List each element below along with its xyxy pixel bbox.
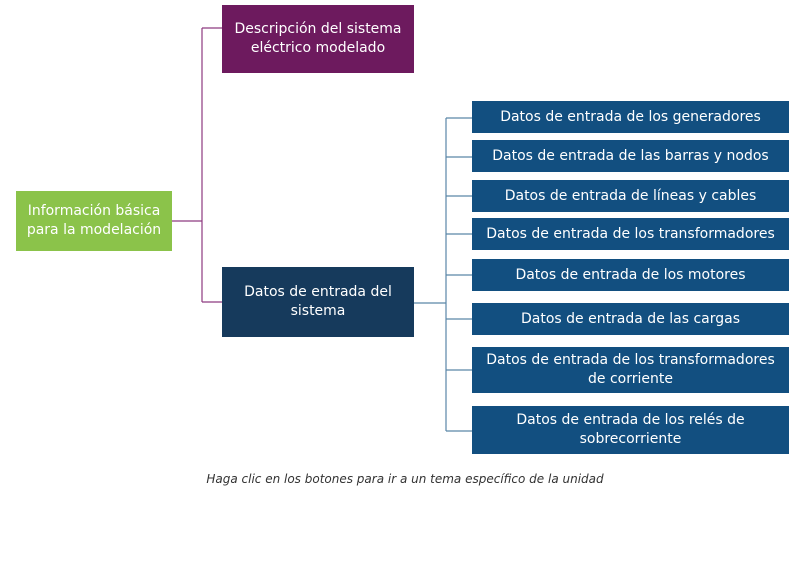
loads-button[interactable]: Datos de entrada de las cargas (472, 303, 789, 335)
lines-cables-button[interactable]: Datos de entrada de líneas y cables (472, 180, 789, 212)
generators-button-label: Datos de entrada de los generadores (500, 108, 761, 125)
description-button[interactable]: Descripción del sistema eléctrico modela… (222, 5, 414, 73)
description-button-label: Descripción del sistema eléctrico modela… (234, 21, 402, 56)
bars-nodes-button[interactable]: Datos de entrada de las barras y nodos (472, 140, 789, 172)
bars-nodes-button-label: Datos de entrada de las barras y nodos (492, 147, 769, 164)
transformers-button-label: Datos de entrada de los transformadores (486, 225, 775, 242)
transformers-button[interactable]: Datos de entrada de los transformadores (472, 218, 789, 250)
overcurrent-relays-button-label: Datos de entrada de los relés de sobreco… (516, 412, 745, 447)
root-node-label: Información básica para la modelación (26, 203, 162, 238)
instruction-caption: Haga clic en los botones para ir a un te… (206, 472, 604, 486)
loads-button-label: Datos de entrada de las cargas (520, 310, 741, 327)
motors-button[interactable]: Datos de entrada de los motores (472, 259, 789, 291)
current-transformers-button-label: Datos de entrada de los transformadores … (486, 352, 775, 387)
root-connector (172, 27, 222, 303)
overcurrent-relays-button[interactable]: Datos de entrada de los relés de sobreco… (472, 406, 789, 454)
input-data-button-label: Datos de entrada del sistema (244, 284, 392, 319)
generators-button[interactable]: Datos de entrada de los generadores (472, 101, 789, 133)
lines-cables-button-label: Datos de entrada de líneas y cables (504, 187, 757, 204)
inputs-connector (414, 117, 472, 432)
input-data-button[interactable]: Datos de entrada del sistema (222, 267, 414, 337)
motors-button-label: Datos de entrada de los motores (515, 266, 746, 283)
current-transformers-button[interactable]: Datos de entrada de los transformadores … (472, 347, 789, 393)
root-node: Información básica para la modelación (16, 191, 172, 251)
